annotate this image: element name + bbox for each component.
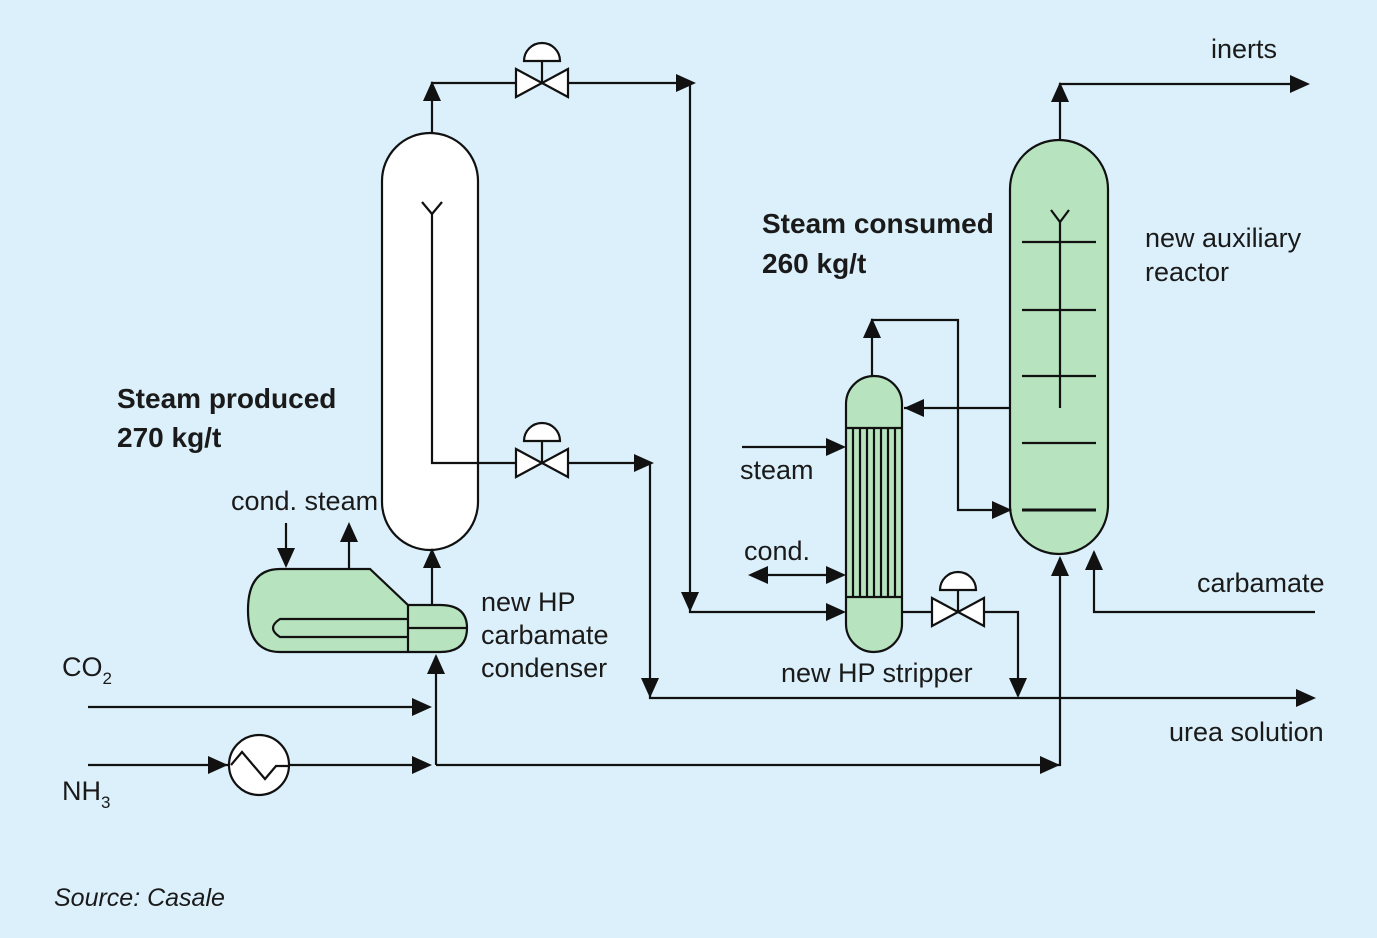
hp-stripper [844,374,904,654]
flow-arrow-icon [1009,678,1027,698]
aux-reactor-label-1: new auxiliary [1145,223,1302,253]
flow-arrow-icon [748,566,768,584]
flow-arrow-icon [412,698,432,716]
control-valve-icon [514,421,570,479]
flow-arrow-icon [634,454,654,472]
nh3-subscript: 3 [101,793,110,812]
condenser-u-tube [271,617,408,639]
reactor-overhead-line [430,81,840,614]
cond-label: cond. [744,536,810,566]
flow-arrow-icon [208,756,228,774]
carbamate-line [1092,552,1315,614]
urea-solution-label: urea solution [1169,717,1324,747]
pipelines [88,81,1315,767]
flow-arrow-icon [1051,82,1069,102]
steam-consumed-value: 260 kg/t [762,248,866,279]
steam-label: steam [740,455,814,485]
flow-arrow-icon [992,501,1012,519]
inerts-label: inerts [1211,34,1277,64]
auxiliary-reactor [1008,138,1110,556]
condenser-shell [246,567,469,654]
carbamate-label: carbamate [1197,568,1325,598]
flow-arrow-icon [676,74,696,92]
source-label: Source: Casale [54,884,225,912]
flow-arrow-icon [1051,556,1069,576]
flow-arrow-icon [340,522,358,542]
flow-arrow-icon [277,548,295,568]
co2-subscript: 2 [103,669,112,688]
flow-arrow-icon [423,81,441,101]
flow-arrow-icon [681,592,699,612]
flow-arrow-icon [427,654,445,674]
nh3-main: NH [62,776,101,806]
reactor-distributor [421,201,443,216]
condenser-label-1: new HP [481,587,576,617]
stripper-top-line [870,318,1010,512]
flow-arrow-icon [863,318,881,338]
flow-arrow-icon [641,678,659,698]
control-valve-icon [514,41,570,99]
cond-steam-label: cond. steam [231,486,378,516]
reactor-internal-pipe-overlay [430,214,478,465]
heat-exchanger-icon [227,733,291,797]
hp-carbamate-condenser [246,567,469,654]
flow-arrow-icon [826,438,846,456]
flow-arrow-icon [1296,689,1316,707]
flow-arrow-icon [904,399,924,417]
control-valve-icon [930,570,986,628]
steam-produced-title: Steam produced [117,383,336,414]
steam-consumed-title: Steam consumed [762,208,994,239]
stripper-tubes [851,428,897,597]
flow-arrow-icon [1040,756,1060,774]
labels: inerts Steam consumed 260 kg/t new auxil… [54,34,1325,912]
main-reactor-vessel [380,131,480,552]
flow-arrow-icon [826,603,846,621]
nh3-label: NH3 [62,776,110,812]
co2-main: CO [62,652,103,682]
condenser-label-3: condenser [481,653,607,683]
flow-arrow-icon [826,566,846,584]
flow-arrows [208,74,1316,774]
co2-label: CO2 [62,652,112,688]
steam-produced-value: 270 kg/t [117,422,221,453]
flow-arrow-icon [1290,75,1310,93]
flow-arrow-icon [423,548,441,568]
flow-arrow-icon [1085,550,1103,570]
condenser-label-2: carbamate [481,620,609,650]
inerts-line [1058,82,1305,140]
aux-reactor-label-2: reactor [1145,257,1229,287]
aux-distributor [1050,209,1070,224]
flow-arrow-icon [412,756,432,774]
hp-stripper-label: new HP stripper [781,658,973,688]
